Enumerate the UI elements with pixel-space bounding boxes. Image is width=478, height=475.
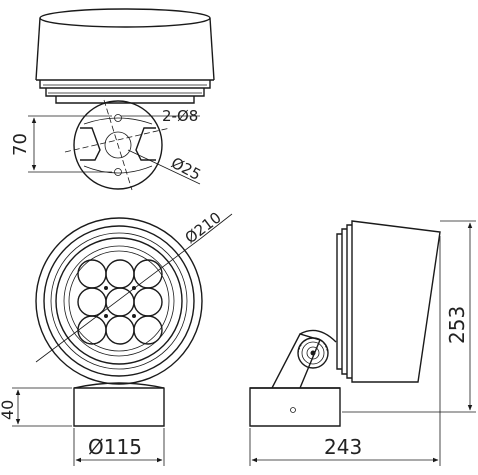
label-center-hole: Ø25 <box>168 154 204 184</box>
mounting-hole-top <box>114 114 122 122</box>
side-view <box>249 220 476 466</box>
top-housing-view <box>35 8 215 104</box>
label-height-253: 253 <box>445 306 469 344</box>
tilt-knob <box>297 337 329 369</box>
label-height-70: 70 <box>10 133 31 156</box>
label-depth-243: 243 <box>324 435 362 459</box>
mounting-plate-view <box>28 99 201 191</box>
front-view <box>12 213 233 466</box>
label-holes: 2-Ø8 <box>162 107 198 125</box>
label-diameter-210: Ø210 <box>182 208 225 247</box>
label-height-40: 40 <box>0 400 17 420</box>
mounting-hole-bottom <box>114 168 122 176</box>
label-base-diameter: Ø115 <box>88 435 142 459</box>
led-lens-array <box>77 259 163 345</box>
